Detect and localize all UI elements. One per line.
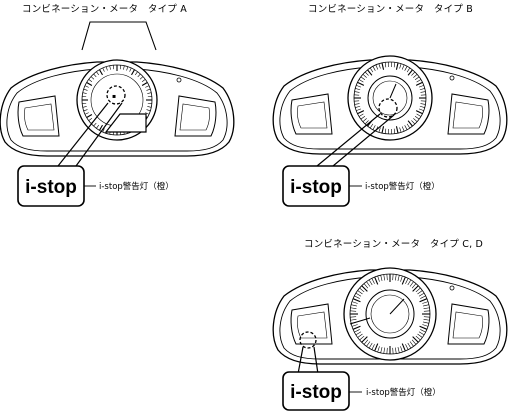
cluster-hood bbox=[82, 22, 156, 50]
warning-light-label-a: i-stop警告灯（橙） bbox=[99, 181, 174, 192]
panel-b: コンビネーション・メータ タイプ B i-stop i-stop警告灯（橙） bbox=[273, 4, 507, 206]
warning-light-label-b: i-stop警告灯（橙） bbox=[365, 181, 440, 192]
main-gauge-b bbox=[348, 56, 432, 140]
panel-a-title: コンビネーション・メータ タイプ A bbox=[22, 4, 187, 15]
i-stop-label-cd: i-stop bbox=[290, 382, 342, 403]
warning-light-label-cd: i-stop警告灯（橙） bbox=[366, 387, 441, 398]
i-stop-label-b: i-stop bbox=[290, 177, 342, 198]
panel-cd: コンビネーション・メータ タイプ C, D i-stop i-stop警告灯（橙… bbox=[273, 239, 507, 410]
i-stop-label-a: i-stop bbox=[25, 177, 77, 198]
svg-text:▪: ▪ bbox=[112, 93, 116, 100]
panel-a: コンビネーション・メータ タイプ A ▪ i-stop i-stop警告灯（橙） bbox=[0, 4, 234, 206]
panel-cd-title: コンビネーション・メータ タイプ C, D bbox=[304, 239, 483, 250]
main-gauge-cd bbox=[344, 268, 436, 360]
panel-b-title: コンビネーション・メータ タイプ B bbox=[308, 4, 473, 15]
